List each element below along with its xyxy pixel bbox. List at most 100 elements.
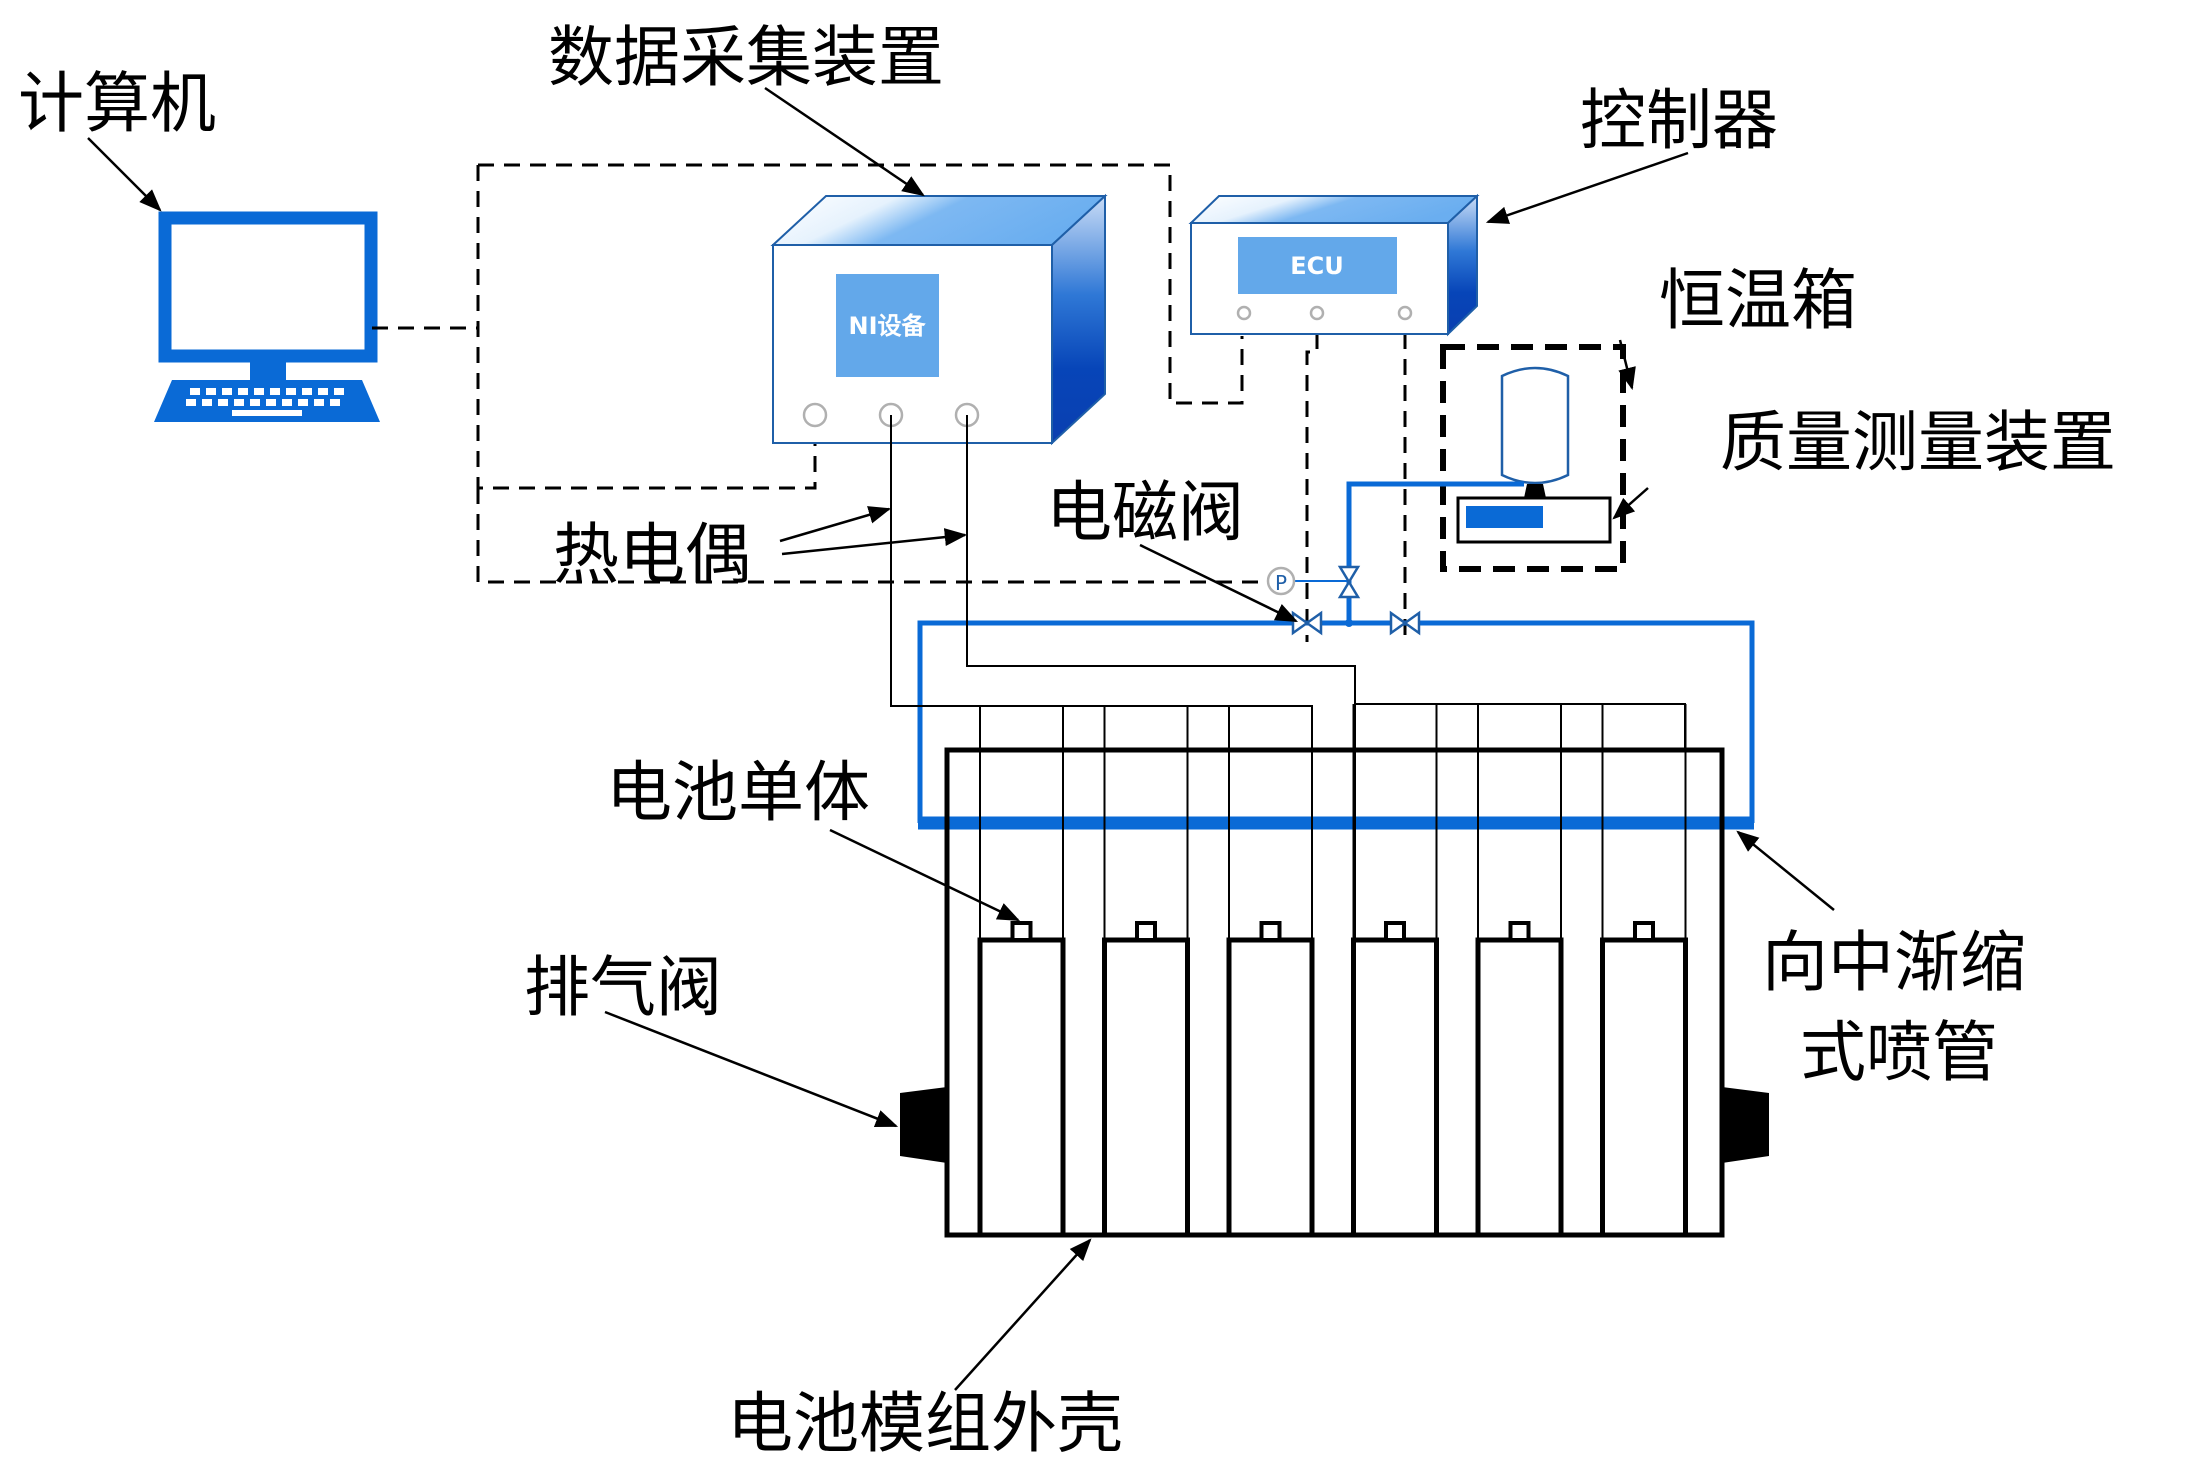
arrow-daq <box>764 86 925 197</box>
arrow-mass-meter <box>1612 487 1649 520</box>
cell-vent-tab <box>1384 921 1406 942</box>
keyboard-key <box>286 388 296 395</box>
label-module-housing: 电池模组外壳 <box>727 1385 1123 1462</box>
arrow-thermostat <box>1618 339 1636 391</box>
cell-vent-tab <box>1508 921 1531 942</box>
monitor-frame <box>158 211 378 363</box>
arrow-thermocouple-2 <box>781 528 968 556</box>
battery-cells <box>977 921 1688 1238</box>
keyboard-key <box>302 388 312 395</box>
keyboard-key <box>298 399 308 406</box>
module-housing <box>944 747 1725 1238</box>
label-daq: 数据采集装置 <box>548 19 944 96</box>
keyboard-key <box>238 388 248 395</box>
label-controller: 控制器 <box>1580 82 1778 159</box>
gas-pipe-network <box>917 481 1755 830</box>
keyboard-key <box>202 399 212 406</box>
gas-tank <box>1500 366 1570 485</box>
cell-vent-tab <box>1633 921 1655 942</box>
exhaust-valve-left-icon <box>900 1087 947 1163</box>
ni-screen <box>836 274 939 377</box>
cell-body <box>1600 937 1688 1238</box>
label-thermocouple: 热电偶 <box>553 516 751 593</box>
label-mass-meter: 质量测量装置 <box>1720 404 2116 481</box>
thermostat-chamber <box>1440 344 1626 572</box>
label-nozzle-line1: 向中渐缩 <box>1762 924 2026 1001</box>
keyboard-key <box>334 388 344 395</box>
arrow-module-housing <box>954 1238 1092 1391</box>
pipe-junction <box>1345 619 1353 627</box>
pressure-gauge-label: P <box>1275 571 1287 595</box>
keyboard-key <box>270 388 280 395</box>
ecu-port-1 <box>1236 305 1252 321</box>
keyboard-key <box>266 399 276 406</box>
computer-icon <box>154 211 380 422</box>
leader-arrows <box>87 86 1835 1391</box>
label-thermostat: 恒温箱 <box>1659 262 1857 339</box>
keyboard-spacebar <box>232 410 302 416</box>
ecu-screen-label: ECU <box>1290 252 1344 280</box>
label-battery-cell: 电池单体 <box>606 754 870 831</box>
battery-cell <box>1351 921 1439 1238</box>
cell-wire-group <box>979 704 1687 940</box>
pressure-gauge-icon: P <box>1266 566 1296 596</box>
ecu-valve1-line <box>1305 333 1319 642</box>
valve-vertical-icon <box>1337 565 1361 599</box>
keyboard-key <box>254 388 264 395</box>
ni-port-1 <box>802 402 828 428</box>
keyboard-key <box>186 399 196 406</box>
nozzle-loop-pipe <box>917 620 1755 823</box>
battery-cell <box>1102 921 1190 1238</box>
keyboard-keys <box>186 388 344 416</box>
cell-vent-tab <box>1010 921 1033 942</box>
cell-body <box>977 937 1066 1238</box>
exhaust-valve-right-icon <box>1722 1087 1769 1163</box>
arrow-computer <box>87 137 162 212</box>
cell-vent-tab <box>1259 921 1282 942</box>
label-solenoid-valve: 电磁阀 <box>1046 474 1244 551</box>
keyboard-key <box>222 388 232 395</box>
label-nozzle-line2: 式喷管 <box>1800 1014 1998 1091</box>
scale-display <box>1466 506 1543 528</box>
ecu-port-3 <box>1397 305 1413 321</box>
arrow-nozzle <box>1736 830 1835 911</box>
arrow-controller <box>1485 151 1689 224</box>
keyboard-key <box>250 399 260 406</box>
ecu-port-2 <box>1309 305 1325 321</box>
arrow-solenoid-valve <box>1139 543 1299 623</box>
label-computer: 计算机 <box>18 65 216 142</box>
cell-body <box>1226 937 1315 1238</box>
arrow-battery-cell <box>829 828 1021 922</box>
ecu-screen <box>1238 237 1397 294</box>
cell-body <box>1351 937 1439 1238</box>
keyboard-key <box>318 388 328 395</box>
cell-body <box>1102 937 1190 1238</box>
solenoid-valve-2-icon <box>1389 610 1421 636</box>
daq-signal-loop <box>478 163 1244 405</box>
arrow-thermocouple-1 <box>779 506 892 543</box>
tank-mount <box>1524 484 1546 498</box>
arrow-exhaust-valve <box>604 1010 899 1128</box>
label-exhaust-valve: 排气阀 <box>524 949 722 1026</box>
ecu-controller: ECU <box>1188 193 1480 337</box>
keyboard-key <box>206 388 216 395</box>
daq-ni-loop <box>476 165 817 490</box>
keyboard-key <box>282 399 292 406</box>
keyboard-key <box>190 388 200 395</box>
keyboard-key <box>314 399 324 406</box>
keyboard-key <box>330 399 340 406</box>
battery-cell <box>1600 921 1688 1238</box>
thermostat-dashed-border <box>1440 344 1626 572</box>
cell-body <box>1475 937 1564 1238</box>
ni-daq-device: NI设备 <box>770 193 1108 446</box>
keyboard-key <box>234 399 244 406</box>
battery-cell <box>1475 921 1564 1238</box>
battery-cell <box>977 921 1066 1238</box>
ni-screen-label: NI设备 <box>848 312 926 340</box>
pressure-signal-loop <box>476 488 1262 584</box>
monitor-stand <box>250 356 286 380</box>
ni-box-top <box>770 195 1108 246</box>
keyboard-key <box>218 399 228 406</box>
battery-cell <box>1226 921 1315 1238</box>
